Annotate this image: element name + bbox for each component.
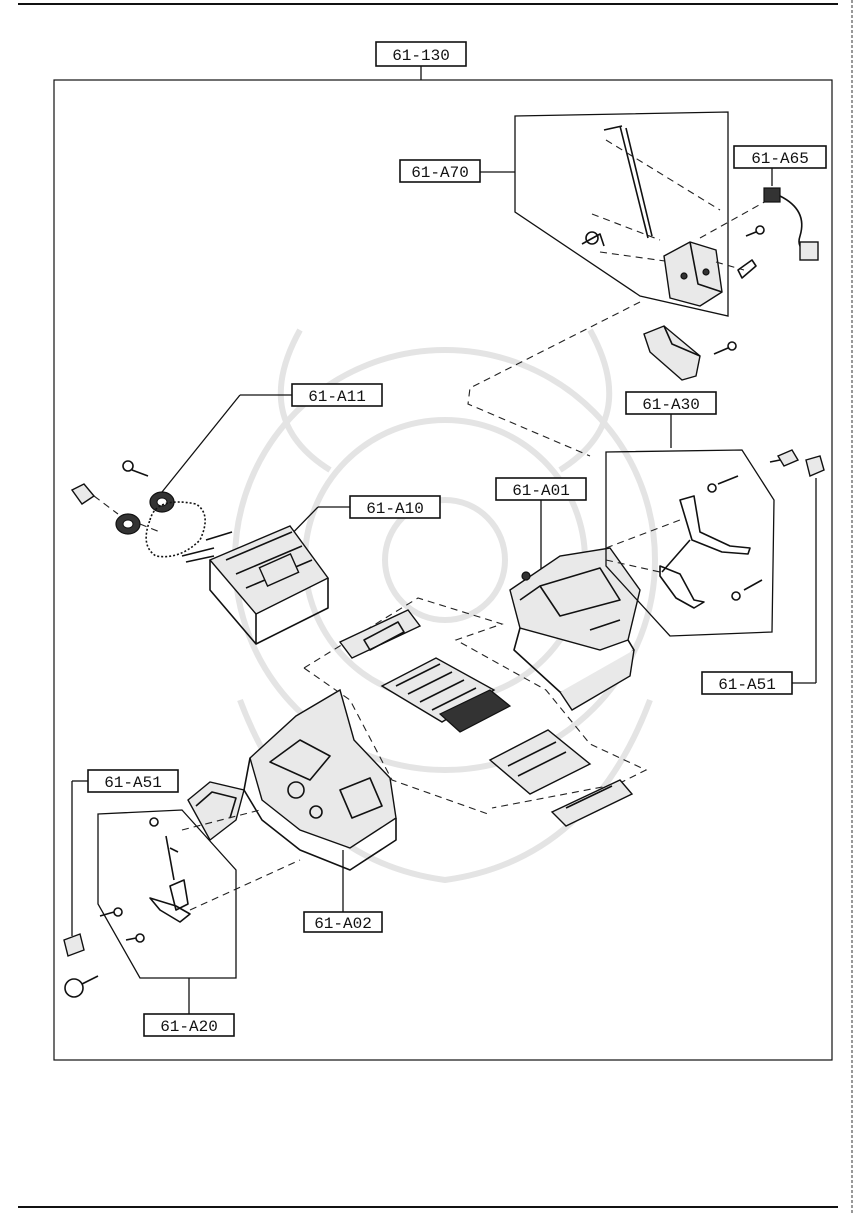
bolt-part xyxy=(122,460,149,477)
actuator-bracket-outline xyxy=(514,111,729,317)
heater-core xyxy=(181,525,330,645)
clip-part xyxy=(581,231,605,247)
linkage-lever-left xyxy=(99,817,191,943)
assembly-frame xyxy=(53,79,833,1061)
actuator-motor xyxy=(663,241,723,307)
callout-a30[interactable]: 61-A30 xyxy=(625,391,717,448)
callout-a65[interactable]: 61-A65 xyxy=(733,145,827,186)
callout-a51-right-text: 61-A51 xyxy=(718,676,776,694)
callout-a70[interactable]: 61-A70 xyxy=(399,159,515,183)
screw-part xyxy=(745,225,765,237)
upper-case xyxy=(509,547,641,711)
linkage-outline-a30 xyxy=(605,449,775,637)
callout-a11[interactable]: 61-A11 xyxy=(161,383,383,493)
clip-part-left xyxy=(63,933,85,957)
callout-a10-text: 61-A10 xyxy=(366,500,424,518)
callout-a51-left[interactable]: 61-A51 xyxy=(71,769,179,936)
callout-a70-text: 61-A70 xyxy=(411,164,469,182)
air-filter xyxy=(488,729,592,795)
seal-ring-part xyxy=(115,513,141,535)
linkage-outline-a20 xyxy=(97,809,237,979)
callout-a30-text: 61-A30 xyxy=(642,396,700,414)
callout-a51-right[interactable]: 61-A51 xyxy=(701,478,817,695)
key-clip-left xyxy=(64,975,99,998)
lower-case xyxy=(243,688,397,871)
cover-plate xyxy=(550,779,634,827)
callout-a01[interactable]: 61-A01 xyxy=(495,477,587,570)
mode-door xyxy=(380,657,512,733)
filter-plate xyxy=(338,609,422,659)
key-clip-right xyxy=(769,449,800,467)
clip-part-right xyxy=(805,455,825,477)
callout-a10[interactable]: 61-A10 xyxy=(277,495,441,549)
gasket-loop xyxy=(145,501,206,558)
linkage-lever xyxy=(659,475,763,609)
callout-a02[interactable]: 61-A02 xyxy=(303,850,383,933)
callout-a51-left-text: 61-A51 xyxy=(104,774,162,792)
harness-connector xyxy=(763,187,819,261)
group-label-text: 61-130 xyxy=(392,47,450,65)
duct-part xyxy=(187,781,245,842)
callout-a20[interactable]: 61-A20 xyxy=(143,978,235,1037)
callout-a65-text: 61-A65 xyxy=(751,150,809,168)
callout-a02-text: 61-A02 xyxy=(314,915,372,933)
pin-part xyxy=(737,259,757,279)
temperature-sensor xyxy=(643,325,737,381)
callout-a01-text: 61-A01 xyxy=(512,482,570,500)
group-label[interactable]: 61-130 xyxy=(375,41,467,80)
clamp-part xyxy=(70,483,96,505)
callout-a20-text: 61-A20 xyxy=(160,1018,218,1036)
callout-a11-text: 61-A11 xyxy=(308,388,366,406)
